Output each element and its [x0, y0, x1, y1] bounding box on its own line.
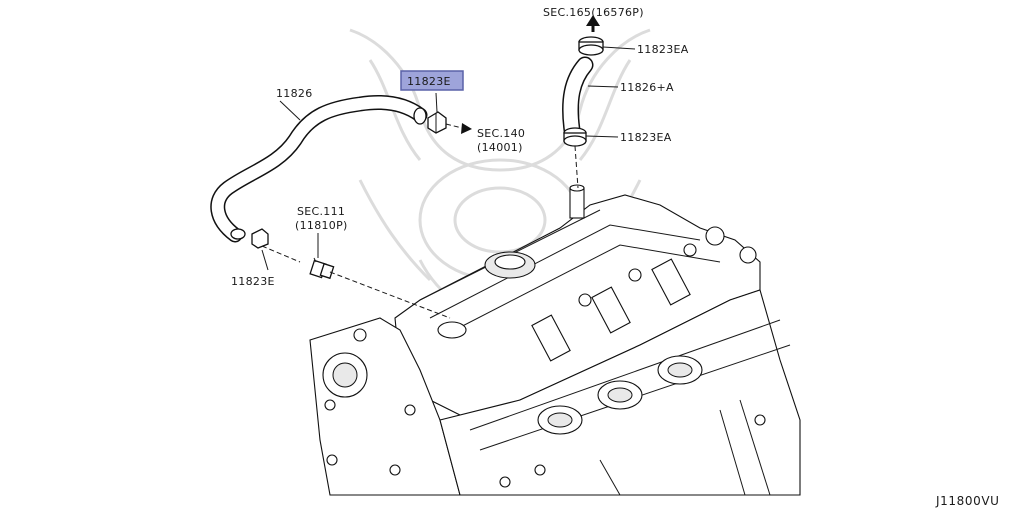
pcv-valve[interactable]	[309, 257, 335, 280]
label-11826a[interactable]: 11826+A	[620, 81, 674, 94]
arrow-to-sec140	[445, 123, 472, 134]
label-sec111-line2[interactable]: (11810P)	[295, 219, 348, 232]
label-sec140-line1[interactable]: SEC.140	[477, 127, 525, 140]
clamp-11823ea-upper[interactable]	[578, 36, 604, 56]
dashed-connector-lines	[261, 145, 579, 319]
highlight-box	[400, 70, 464, 91]
engine-assembly	[309, 184, 801, 496]
label-11826[interactable]: 11826	[276, 87, 313, 100]
label-sec111-line1[interactable]: SEC.111	[297, 205, 345, 218]
clamp-11823e-lower[interactable]	[251, 228, 269, 249]
label-11823e-lower[interactable]: 11823E	[231, 275, 275, 288]
hose-11826a[interactable]	[562, 56, 594, 139]
label-11823ea-mid[interactable]: 11823EA	[620, 131, 672, 144]
arrow-to-sec165	[586, 15, 600, 32]
label-sec140-line2[interactable]: (14001)	[477, 141, 523, 154]
hose-11826[interactable]	[210, 95, 428, 243]
leader-lines	[261, 46, 636, 271]
label-11823e-highlight[interactable]: 11823E	[407, 75, 451, 88]
label-sec165[interactable]: SEC.165(16576P)	[543, 6, 644, 19]
diagram-code: J11800VU	[935, 494, 1000, 508]
label-11823ea-top[interactable]: 11823EA	[637, 43, 689, 56]
clamp-11823ea-lower[interactable]	[563, 127, 587, 147]
clamp-11823e-upper[interactable]	[427, 111, 447, 134]
